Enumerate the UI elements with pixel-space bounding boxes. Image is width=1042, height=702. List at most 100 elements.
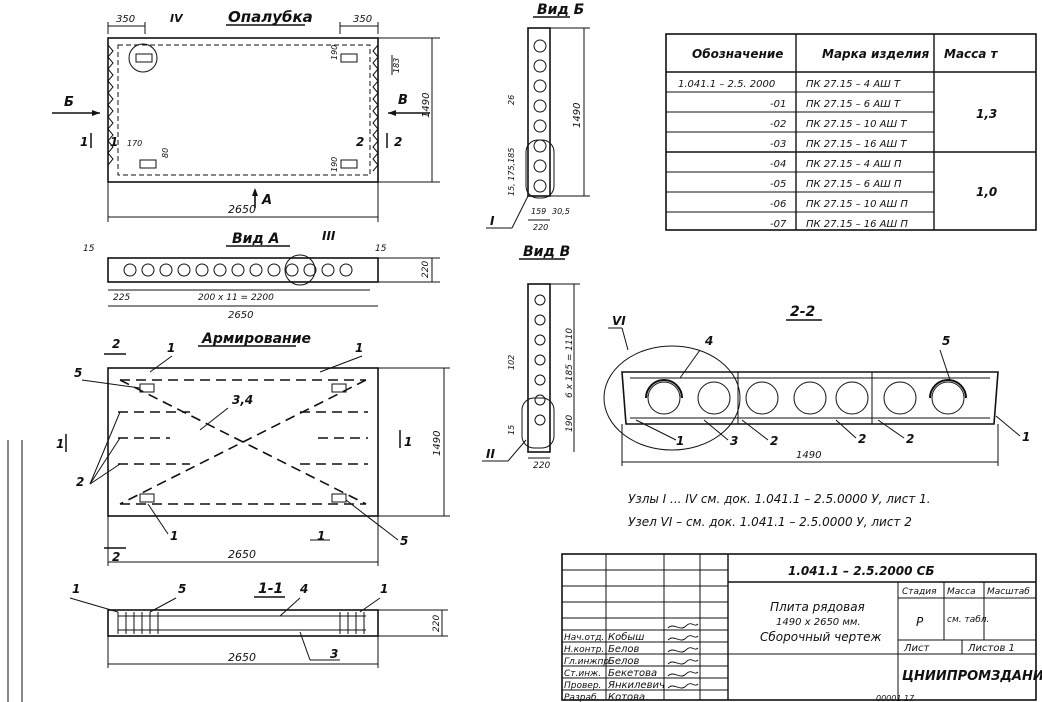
view-v-dim-190: 190 — [565, 415, 575, 432]
formwork-dim-left: 350 — [116, 14, 135, 25]
name-5: Котова — [608, 692, 645, 702]
cut-1-mid: 1 — [110, 135, 118, 149]
sheet-label: Лист — [903, 643, 931, 654]
view-v-title: Вид В — [523, 244, 570, 260]
sec22-dim-width: 1490 — [796, 450, 821, 461]
sec11-mark-3: 3 — [330, 647, 338, 661]
note-line-1: Узлы I ... IV см. док. 1.041.1 – 2.5.000… — [628, 492, 931, 506]
spec-row: -01 ПК 27.15 – 6 АШ Т — [770, 99, 901, 110]
reinf-cut-2-bottom: 2 — [112, 550, 120, 564]
view-b-dim-159: 159 — [531, 207, 546, 216]
mass-label: Масса — [947, 587, 976, 597]
view-v-dim-15: 15 — [507, 425, 516, 435]
note-line-2: Узел VI – см. док. 1.041.1 – 2.5.0000 У,… — [628, 515, 912, 529]
reinf-cut-1-right: 1 — [404, 435, 412, 449]
roman-ii: II — [486, 447, 495, 461]
reinf-mark-2: 2 — [76, 475, 84, 489]
reinf-mark-1c: 1 — [170, 529, 178, 543]
row-mark: ПК 27.15 – 6 АШ П — [806, 179, 902, 190]
footer-stamp: 00001 17 — [876, 694, 915, 702]
formwork-dim-170: 170 — [127, 139, 142, 148]
reinf-dim-height: 1490 — [432, 431, 443, 456]
name-0: Кобыш — [608, 631, 644, 643]
view-b: Вид Б 1490 26 15, 175,185 159 30,5 220 I — [486, 2, 590, 232]
view-a-dim-spacing: 200 x 11 = 2200 — [198, 293, 274, 303]
role-2: Гл.инжпр. — [564, 657, 612, 667]
view-a-dim-225: 225 — [113, 293, 130, 303]
role-3: Ст.инж. — [564, 669, 601, 679]
sec22-mark-2c: 2 — [906, 432, 914, 446]
sec22-mark-4: 4 — [704, 334, 713, 348]
formwork-dim-190-top: 190 — [330, 45, 339, 60]
roman-i: I — [490, 214, 495, 228]
role-5: Разраб. — [564, 693, 599, 702]
view-a-title: Вид А — [232, 231, 280, 247]
row-mark: ПК 27.15 – 16 АШ П — [806, 219, 908, 230]
product-name: Плита рядовая — [770, 600, 865, 614]
spec-row: -03 ПК 27.15 – 16 АШ Т — [770, 139, 907, 150]
row-designation: -03 — [770, 139, 786, 150]
reinf-cut-2-top: 2 — [112, 337, 120, 351]
cut-2-right-b: 2 — [394, 135, 402, 149]
spec-row: 1.041.1 – 2.5. 2000 ПК 27.15 – 4 АШ Т — [678, 79, 901, 90]
row-designation: -07 — [770, 219, 787, 230]
spec-row: -05 ПК 27.15 – 6 АШ П — [770, 179, 902, 190]
arrow-b-label: Б — [64, 95, 74, 110]
reinf-mark-5b: 5 — [400, 534, 408, 548]
sec11-mark-1a: 1 — [72, 582, 80, 596]
section-2-2: 2-2 VI 4 5 1 3 2 2 2 1 — [603, 304, 1030, 466]
stage-label: Стадия — [902, 587, 937, 597]
spec-row: -02 ПК 27.15 – 10 АШ Т — [770, 119, 907, 130]
title-block: 1.041.1 – 2.5.2000 СБ Плита рядовая 1490… — [561, 553, 1042, 702]
doc-code: 1.041.1 – 2.5.2000 СБ — [788, 564, 935, 578]
view-a-dim-15-left: 15 — [83, 244, 95, 254]
role-1: Н.контр. — [564, 645, 604, 655]
spec-table: Обозначение Марка изделия Масса т 1.041.… — [665, 33, 1037, 231]
formwork-title: Опалубка — [228, 8, 313, 26]
view-b-dim-left: 15, 175,185 — [507, 148, 516, 196]
cut-2-right-a: 2 — [356, 135, 364, 149]
reinf-mark-5a: 5 — [74, 366, 82, 380]
notes: Узлы I ... IV см. док. 1.041.1 – 2.5.000… — [628, 492, 931, 529]
row-designation: -04 — [770, 159, 786, 170]
sheets-label: Листов 1 — [967, 643, 1015, 654]
stage-value: Р — [916, 615, 924, 629]
sec11-dim-220: 220 — [432, 615, 442, 632]
col-designation: Обозначение — [692, 47, 783, 61]
row-mark: ПК 27.15 – 16 АШ Т — [806, 139, 907, 150]
reinf-cut-1-left: 1 — [56, 437, 64, 451]
formwork-plan: Опалубка 350 350 IV 1490 183 190 190 170 — [52, 8, 440, 222]
row-mark: ПК 27.15 – 10 АШ П — [806, 199, 908, 210]
view-v-dim-220: 220 — [533, 461, 550, 471]
sec22-mark-3: 3 — [730, 434, 738, 448]
drawing-type: Сборочный чертеж — [760, 630, 882, 644]
name-1: Белов — [608, 644, 640, 655]
sec22-mark-2b: 2 — [858, 432, 866, 446]
formwork-dim-183: 183 — [392, 58, 401, 73]
section-1-1: 1-1 1 5 4 1 3 220 2650 — [69, 581, 448, 668]
view-b-dim-height: 1490 — [572, 103, 583, 128]
row-mark: ПК 27.15 – 6 АШ Т — [806, 99, 901, 110]
section-22-title: 2-2 — [790, 304, 815, 320]
view-v: Вид В 6 x 185 = 1110 190 102 15 220 II — [482, 244, 580, 471]
sec22-mark-2a: 2 — [770, 434, 778, 448]
role-4: Провер. — [564, 681, 601, 691]
view-v-dim-102: 102 — [507, 355, 516, 370]
row-designation: -02 — [770, 119, 786, 130]
row-designation: -01 — [770, 99, 786, 110]
view-b-dim-220: 220 — [533, 223, 548, 232]
col-mass: Масса т — [944, 47, 999, 61]
scale-label: Масштаб — [987, 587, 1030, 597]
row-mark: ПК 27.15 – 10 АШ Т — [806, 119, 907, 130]
roman-iv: IV — [170, 12, 184, 25]
formwork-dim-right: 350 — [353, 14, 372, 25]
view-v-dim-spacing: 6 x 185 = 1110 — [565, 328, 575, 398]
sec11-mark-5: 5 — [178, 582, 186, 596]
arrow-a-label: А — [261, 193, 272, 208]
roman-vi: VI — [612, 314, 626, 328]
row-designation: -06 — [770, 199, 786, 210]
organization: ЦНИИПРОМЗДАНИЙ — [902, 668, 1042, 684]
mass-group-1: 1,3 — [976, 107, 997, 121]
reinf-mark-1a: 1 — [167, 341, 175, 355]
